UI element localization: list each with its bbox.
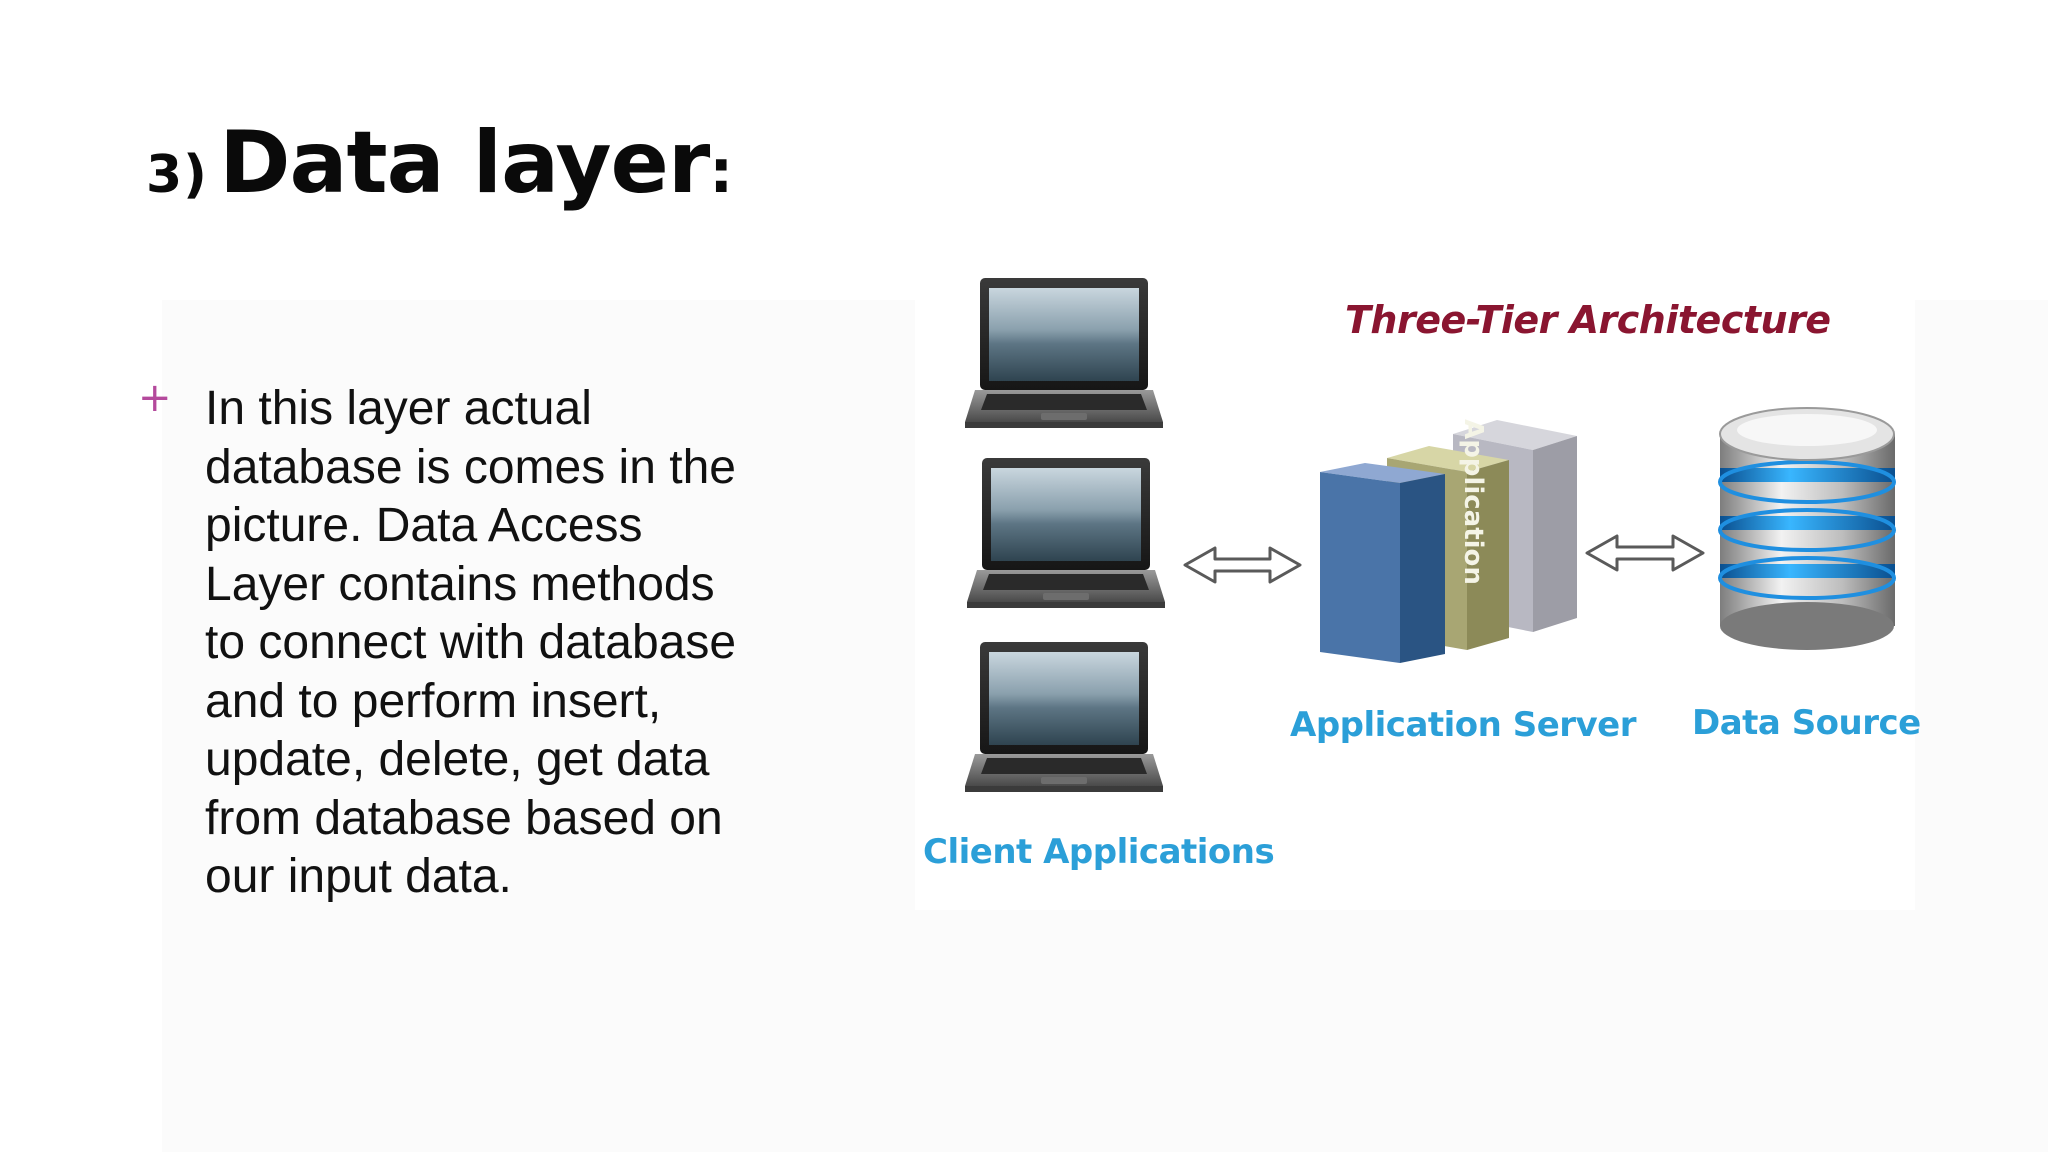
title-text: Data layer: [219, 113, 710, 213]
bullet-text: In this layer actual database is comes i…: [205, 382, 737, 903]
title-number: 3): [146, 145, 208, 205]
client-applications-label: Client Applications: [923, 832, 1275, 872]
laptop-icon: [965, 642, 1163, 792]
book-spine-label: Application: [1458, 419, 1488, 585]
double-arrow-icon: [1585, 534, 1705, 572]
double-arrow-icon: [1183, 546, 1302, 584]
three-tier-diagram: Application Three-Tier Architecture Clie…: [915, 270, 1921, 910]
books-icon: [1320, 420, 1577, 663]
diagram-title: Three-Tier Architecture: [1345, 298, 1831, 342]
laptop-icon: [965, 278, 1163, 428]
laptop-icon: [967, 458, 1165, 608]
slide-title: 3) Data layer:: [146, 120, 733, 206]
data-source-label: Data Source: [1692, 703, 1921, 743]
database-icon: [1718, 407, 1896, 650]
title-colon: :: [709, 137, 734, 207]
application-server-label: Application Server: [1290, 705, 1637, 745]
diagram-graphics: [965, 278, 1896, 792]
plus-bullet-icon: +: [138, 375, 172, 421]
